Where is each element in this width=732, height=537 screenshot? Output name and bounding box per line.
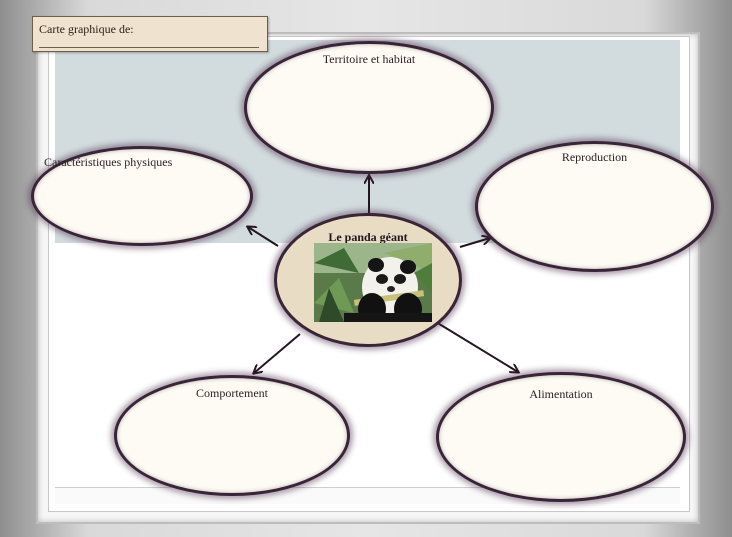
- name-line: [39, 47, 259, 48]
- bubble-reproduction[interactable]: Reproduction: [475, 141, 714, 272]
- bubble-caracteristiques[interactable]: Caractéristiques physiques: [31, 146, 253, 246]
- title-label: Carte graphique de:: [39, 22, 134, 36]
- bubble-territoire-label: Territoire et habitat: [322, 52, 416, 66]
- arrow-caracteristiques: [248, 227, 279, 247]
- bubble-reproduction-label: Reproduction: [561, 150, 628, 164]
- bubble-territoire[interactable]: Territoire et habitat: [244, 41, 494, 174]
- arrow-comportement: [254, 333, 301, 373]
- arrow-reproduction: [459, 238, 490, 248]
- title-box[interactable]: Carte graphique de:: [32, 16, 268, 52]
- bubble-comportement[interactable]: Comportement: [114, 375, 350, 496]
- bubble-caracteristiques-label: Caractéristiques physiques: [44, 155, 173, 169]
- arrow-alimentation: [435, 321, 518, 372]
- center-title: Le panda géant: [328, 230, 408, 244]
- bubble-alimentation-label: Alimentation: [529, 387, 593, 401]
- bubble-comportement-label: Comportement: [196, 386, 268, 400]
- panda-photo: [314, 243, 432, 322]
- center-topic[interactable]: Le panda géant: [274, 213, 462, 347]
- bubble-alimentation[interactable]: Alimentation: [436, 372, 686, 502]
